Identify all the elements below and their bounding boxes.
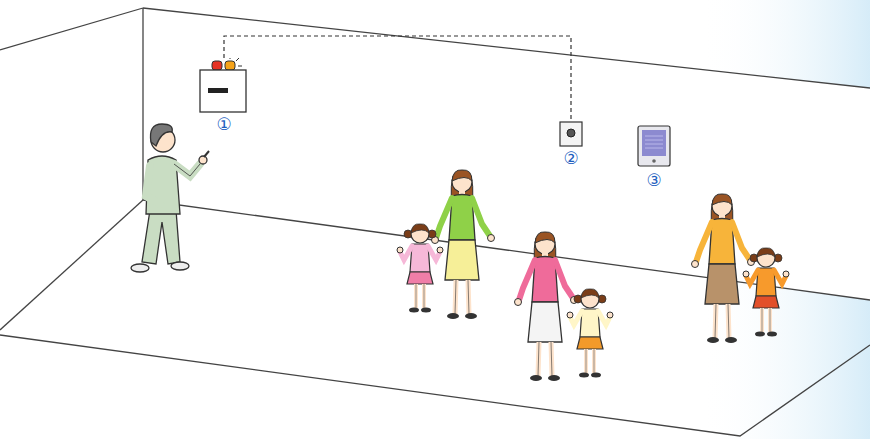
control-panel: ③ <box>633 124 675 190</box>
alarm-unit: ① <box>196 58 252 134</box>
callout-number: ① <box>196 114 252 134</box>
callout-number: ③ <box>633 170 675 190</box>
call-button: ② <box>556 120 586 168</box>
callout-number: ② <box>556 148 586 168</box>
signal-wire <box>224 36 571 120</box>
